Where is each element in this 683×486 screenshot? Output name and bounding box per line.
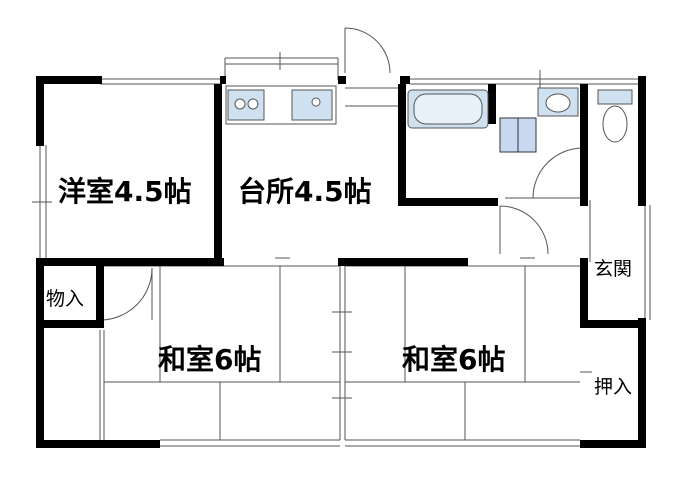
bathtub-icon (407, 89, 489, 129)
thin-lines (32, 27, 651, 447)
toilet-icon (597, 89, 633, 143)
japanese-room-left-label: 和室6帖 (158, 343, 262, 376)
japanese-room-right-label: 和室6帖 (402, 343, 506, 376)
sink-icon (291, 89, 333, 121)
closet-right-label: 押入 (594, 376, 633, 398)
washbasin-icon (537, 87, 579, 117)
kitchen-label: 台所4.5帖 (238, 175, 372, 208)
washing-machine-icon (499, 117, 537, 153)
storage-left-label: 物入 (46, 288, 85, 310)
stove-icon (227, 89, 265, 121)
walls (36, 76, 646, 448)
entrance-label: 玄関 (594, 258, 633, 280)
western-room-label: 洋室4.5帖 (58, 175, 192, 208)
counter (225, 85, 337, 125)
